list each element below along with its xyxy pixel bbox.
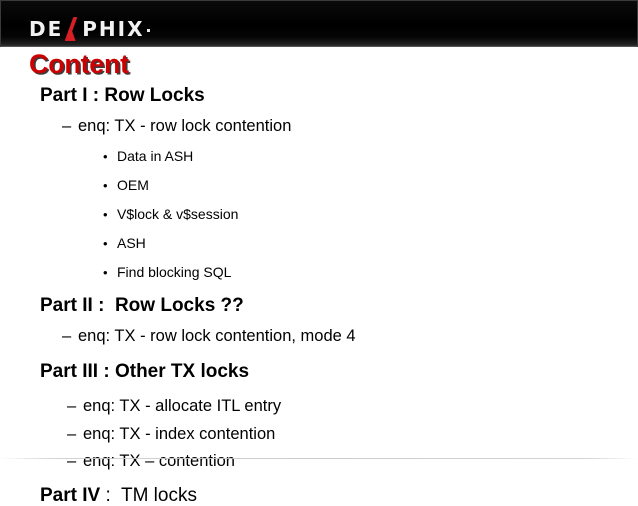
dash-marker-icon: – [67, 424, 77, 443]
slide: DE PHIX Content Part I : Row Locks – enq… [0, 0, 638, 478]
outline-item-label: enq: TX - index contention [83, 424, 276, 443]
outline-heading-part2: Part II : Row Locks ?? [40, 294, 244, 316]
outline-item-part3-sub: – enq: TX - allocate ITL entry [0, 398, 638, 415]
outline-heading-part4-rest: : TM locks [100, 484, 197, 506]
outline-item-label: enq: TX - row lock contention [78, 117, 292, 135]
footer-divider [0, 458, 638, 459]
outline-item-part1-sub: – enq: TX - row lock contention [0, 118, 638, 135]
list-item-label: OEM [117, 176, 149, 193]
dash-marker-icon: – [62, 326, 72, 345]
logo-text-phix: PHIX [82, 17, 145, 41]
dash-marker-icon: – [62, 117, 72, 135]
dash-marker-icon: – [67, 397, 77, 415]
outline-item-label: enq: TX - allocate ITL entry [83, 397, 282, 415]
list-item-label: ASH [117, 234, 146, 251]
dash-marker-icon: – [67, 452, 77, 470]
trademark-icon [146, 29, 150, 32]
bullet-marker-icon: • [103, 177, 108, 193]
outline-item-part2-sub: – enq: TX - row lock contention, mode 4 [0, 326, 638, 345]
outline-heading-part3: Part III : Other TX locks [40, 361, 250, 382]
page-title: Content [29, 49, 129, 79]
list-item-label: Data in ASH [117, 147, 194, 164]
outline-item-part3-sub: – enq: TX - index contention [0, 424, 638, 443]
list-item: • ASH [0, 236, 638, 250]
list-item-label: Find blocking SQL [117, 263, 232, 280]
list-item-label: V$lock & v$session [117, 205, 239, 222]
bullet-marker-icon: • [103, 206, 108, 222]
outline-heading-part4-bold: Part IV [40, 484, 101, 506]
list-item: • V$lock & v$session [0, 207, 638, 221]
bullet-marker-icon: • [103, 148, 108, 164]
list-item: • Find blocking SQL [0, 265, 638, 279]
list-item: • Data in ASH [0, 149, 638, 163]
outline-item-label: enq: TX - row lock contention, mode 4 [78, 326, 356, 345]
outline-heading-part1: Part I : Row Locks [40, 85, 205, 106]
bullet-marker-icon: • [103, 264, 108, 280]
header-band: DE PHIX [0, 0, 638, 47]
delphix-logo: DE PHIX [29, 17, 150, 41]
outline-list: Part I : Row Locks – enq: TX - row lock … [0, 86, 638, 505]
bullet-marker-icon: • [103, 235, 108, 251]
outline-heading-part4: Part IV : TM locks [0, 486, 638, 505]
list-item: • OEM [0, 178, 638, 192]
logo-slash-icon [64, 18, 81, 41]
outline-item-part3-sub: – enq: TX – contention [0, 453, 638, 470]
outline-item-label: enq: TX – contention [83, 452, 235, 470]
logo-text-de: DE [29, 17, 64, 41]
